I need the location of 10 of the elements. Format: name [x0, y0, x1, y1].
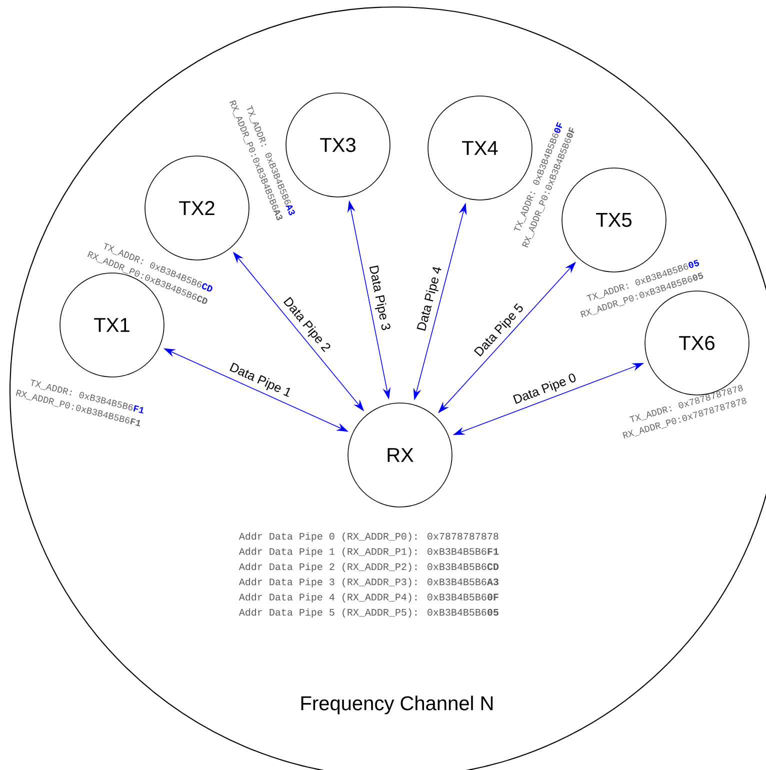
address-table-line: Addr Data Pipe 0 (RX_ADDR_P0): 0x7878787878 [238, 532, 498, 542]
edge-label: Data Pipe 3 [365, 262, 393, 334]
address-table-line: Addr Data Pipe 1 (RX_ADDR_P1): 0xB3B4B5B6F1 [238, 548, 499, 557]
edge-label: Data Pipe 4 [414, 264, 446, 334]
address-table-line: Addr Data Pipe 4 (RX_ADDR_P4): 0xB3B4B5B60F [238, 593, 498, 602]
edge-label: Data Pipe 0 [510, 370, 580, 408]
address-table-line: Addr Data Pipe 3 (RX_ADDR_P3): 0xB3B4B5B6A3 [238, 578, 498, 588]
edge-label: Data Pipe 1 [226, 360, 295, 402]
address-table-line: Addr Data Pipe 2 (RX_ADDR_P2): 0xB3B4B5B6CD [238, 562, 499, 572]
address-table-line: Addr Data Pipe 5 (RX_ADDR_P5): 0xB3B4B5B605 [238, 608, 498, 618]
